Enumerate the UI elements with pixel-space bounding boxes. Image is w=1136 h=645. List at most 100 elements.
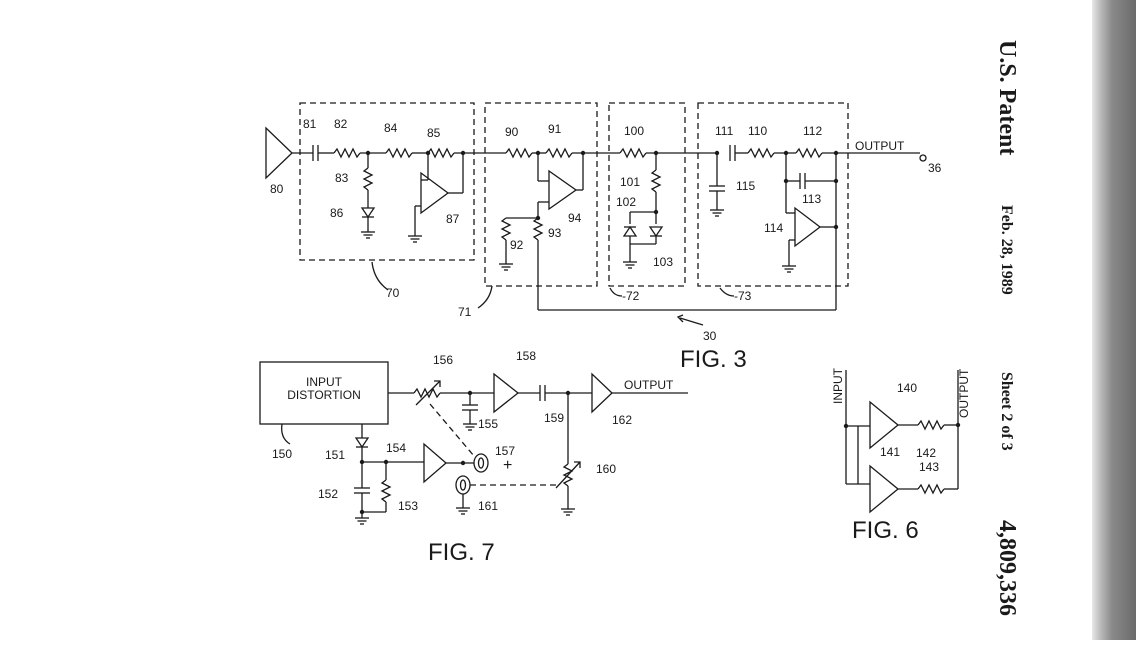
ref-85: 85 (427, 126, 441, 140)
ref-141: 141 (880, 445, 900, 459)
ref-36: 36 (928, 161, 942, 175)
diode-86 (360, 207, 376, 219)
ref-72: -72 (622, 289, 640, 303)
zener-103 (648, 226, 664, 238)
input-triangle-80 (265, 126, 293, 180)
fig7-caption: FIG. 7 (428, 539, 495, 566)
photocell-161 (455, 475, 471, 495)
ref-87: 87 (446, 212, 460, 226)
header-patent: U.S. Patent (994, 40, 1020, 155)
ref-151: 151 (325, 448, 345, 462)
dashed-block-71 (484, 102, 598, 287)
header-date: Feb. 28, 1989 (998, 205, 1015, 295)
header-sheet: Sheet 2 of 3 (998, 372, 1015, 451)
zener-102 (622, 225, 638, 237)
ref-113: 113 (802, 192, 821, 206)
resistor-93 (532, 217, 544, 241)
resistor-101 (650, 169, 662, 193)
ref-157: 157 (495, 444, 515, 458)
amplifier-154 (423, 442, 447, 484)
ref-86: 86 (330, 206, 344, 220)
fig3-caption: FIG. 3 (680, 346, 747, 373)
resistor-82 (333, 147, 361, 159)
amplifier-141 (869, 464, 900, 514)
ref-112: 112 (803, 124, 822, 138)
variable-resistor-156 (413, 387, 441, 399)
ref-110: 110 (748, 124, 767, 138)
resistor-142 (917, 419, 945, 431)
ref-111: 111 (715, 124, 734, 138)
ref-158: 158 (516, 349, 536, 363)
ref-150: 150 (272, 447, 292, 461)
resistor-92 (500, 217, 512, 241)
ref-114: 114 (764, 221, 783, 235)
fig7-junctions (359, 390, 571, 515)
ref-71: 71 (458, 305, 472, 319)
ref-83: 83 (335, 171, 349, 185)
fig7-output-label: OUTPUT (624, 378, 674, 392)
ref-82: 82 (334, 117, 348, 131)
resistor-83 (362, 167, 374, 191)
ref-154: 154 (386, 441, 406, 455)
ref-160: 160 (596, 462, 616, 476)
fig6-circuit (845, 370, 959, 514)
ref-102: 102 (616, 195, 636, 209)
output-terminal-36 (919, 154, 927, 162)
ref-162: 162 (612, 413, 632, 427)
header-number: 4,809,336 (994, 520, 1020, 616)
ref-73: -73 (734, 289, 752, 303)
ref-140: 140 (897, 381, 917, 395)
ref-101: 101 (620, 175, 640, 189)
dashed-block-70 (299, 102, 475, 261)
ref-70: 70 (386, 286, 400, 300)
ref-143: 143 (919, 460, 939, 474)
box-line-input: INPUT (306, 375, 343, 389)
fig3-circuit (265, 102, 927, 326)
lamp-157 (473, 453, 489, 473)
resistor-84 (385, 147, 413, 159)
ref-93: 93 (548, 226, 562, 240)
ref-152: 152 (318, 487, 338, 501)
ref-94: 94 (568, 211, 582, 225)
resistor-91 (545, 147, 573, 159)
fig3-output-label: OUTPUT (855, 139, 905, 153)
opamp-94 (548, 169, 578, 211)
fig6-output-label: OUTPUT (957, 368, 971, 418)
fig7-circuit (259, 361, 688, 525)
ref-91: 91 (548, 122, 562, 136)
fig3-junctions (365, 150, 839, 230)
amplifier-140 (869, 400, 900, 450)
ref-153: 153 (398, 499, 418, 513)
box-line-distortion: DISTORTION (287, 388, 361, 402)
ref-115: 115 (736, 179, 755, 193)
ref-156: 156 (433, 353, 453, 367)
ref-103: 103 (653, 255, 673, 269)
amplifier-158 (493, 372, 520, 414)
resistor-153 (380, 479, 392, 503)
resistor-100 (619, 147, 647, 159)
resistor-90 (505, 147, 533, 159)
plus-sign: + (503, 457, 512, 474)
ref-155: 155 (478, 417, 498, 431)
ref-142: 142 (916, 446, 936, 460)
opamp-87 (420, 171, 450, 215)
ref-30: 30 (703, 329, 717, 343)
page-edge-shadow (1092, 0, 1136, 640)
resistor-143 (917, 483, 945, 495)
fig6-input-label: INPUT (831, 367, 845, 404)
variable-resistor-160 (562, 463, 574, 487)
ref-81: 81 (303, 117, 317, 131)
ref-100: 100 (624, 124, 644, 138)
resistor-112 (795, 147, 823, 159)
ref-80: 80 (270, 182, 284, 196)
fig6-junctions (843, 422, 961, 429)
ref-161: 161 (478, 499, 498, 513)
fig6-caption: FIG. 6 (852, 517, 919, 544)
ref-159: 159 (544, 411, 564, 425)
amplifier-162 (591, 372, 613, 414)
ref-90: 90 (505, 125, 519, 139)
resistor-85 (427, 147, 455, 159)
ref-92: 92 (510, 238, 524, 252)
